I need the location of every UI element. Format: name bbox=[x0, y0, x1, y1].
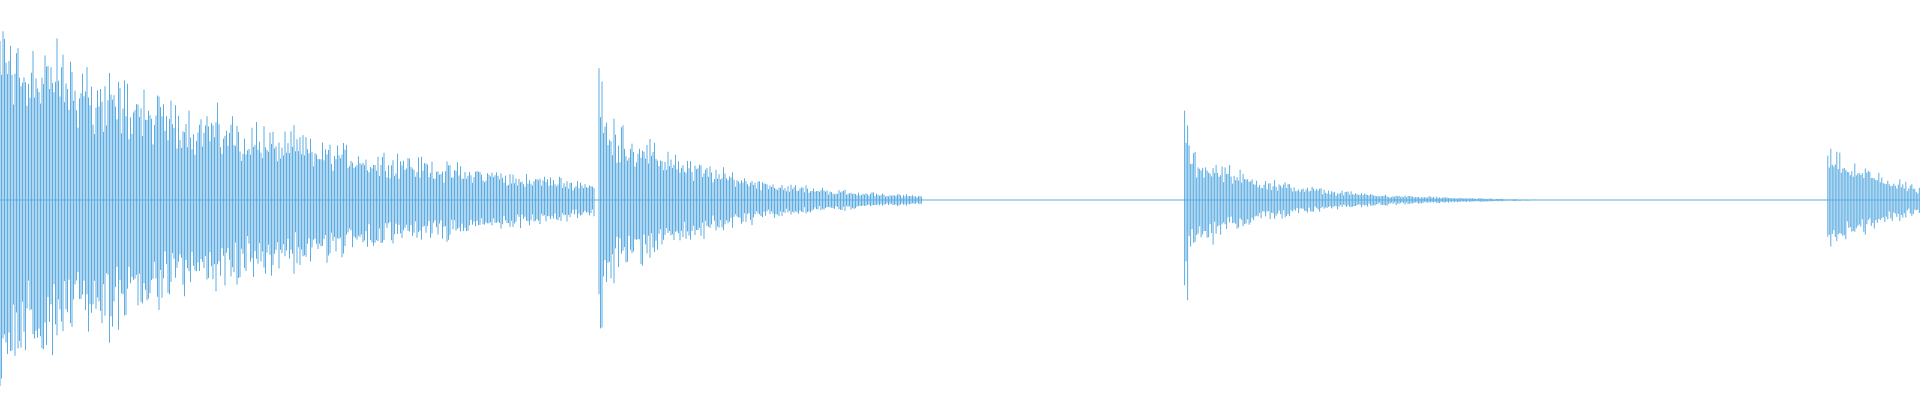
waveform-bars bbox=[0, 31, 1920, 387]
